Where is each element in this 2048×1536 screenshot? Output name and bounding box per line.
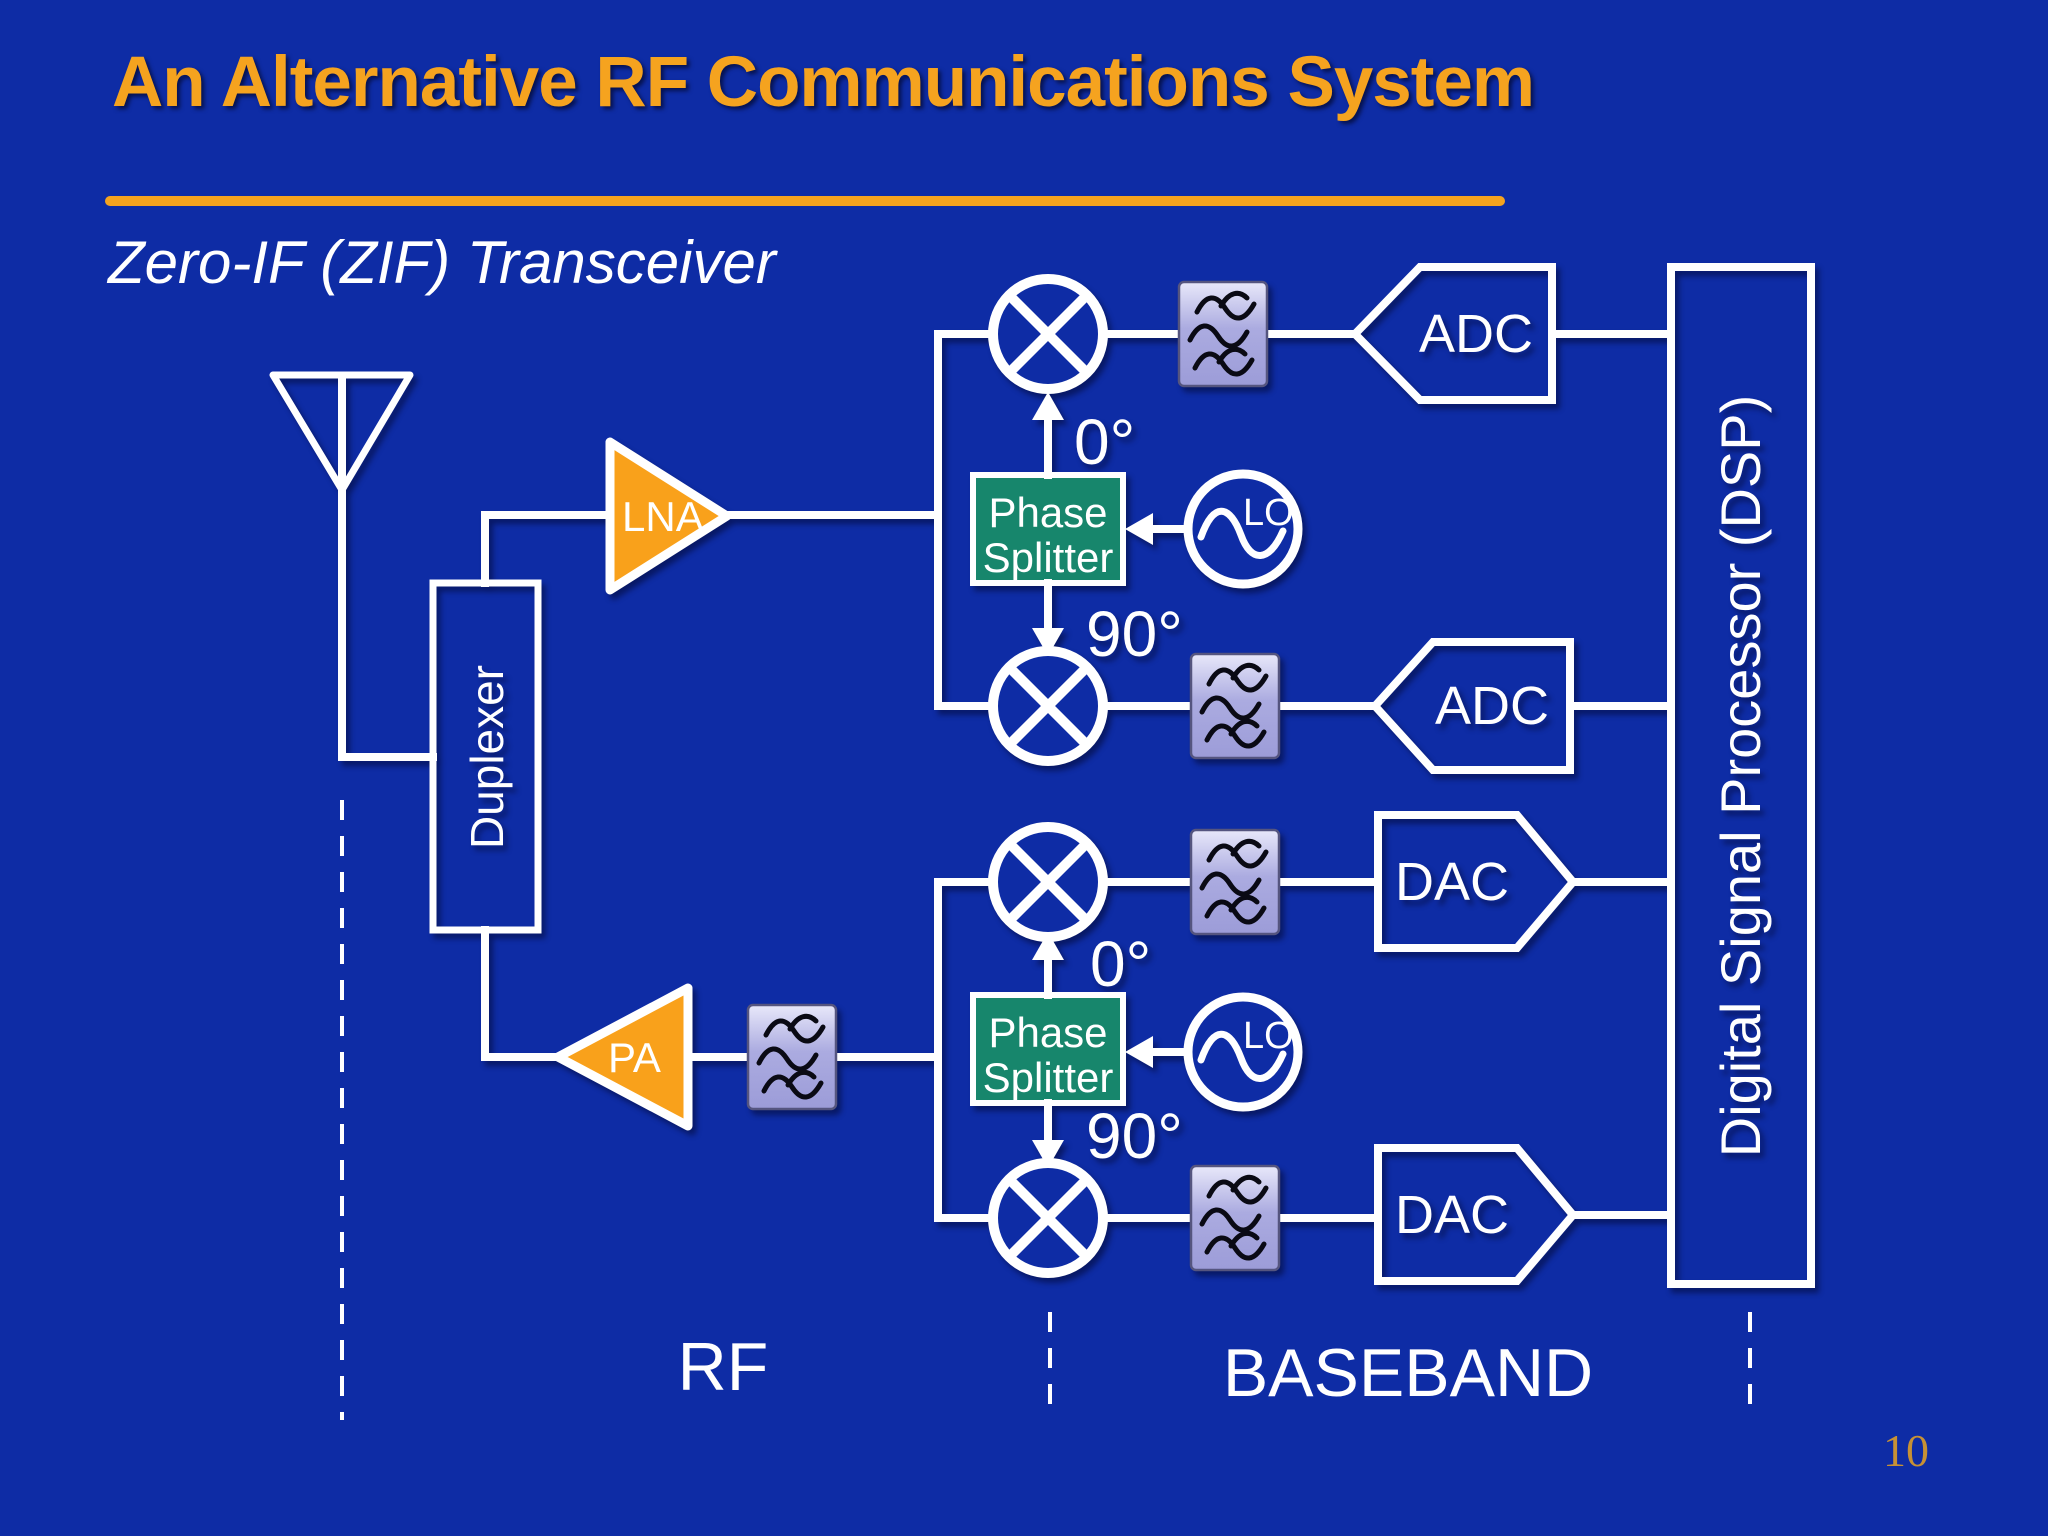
page-number: 10 xyxy=(1883,1425,1929,1476)
mixer-rx-i-icon xyxy=(993,279,1103,389)
arrow-tx-0deg-head xyxy=(1032,932,1064,960)
arrow-rx-0deg-head xyxy=(1032,392,1064,420)
pa-label: PA xyxy=(608,1034,661,1081)
antenna-icon xyxy=(269,371,414,494)
adc-i-label: ADC xyxy=(1419,304,1533,364)
phase-splitter-rx-label-1: Phase xyxy=(988,489,1107,536)
phase-splitter-tx-label-2: Splitter xyxy=(983,1054,1114,1101)
arrows-tx xyxy=(1032,932,1187,1168)
phase-splitter-rx: Phase Splitter xyxy=(970,472,1126,586)
lna-label: LNA xyxy=(622,493,704,540)
phase-splitter-tx: Phase Splitter xyxy=(970,992,1126,1106)
lo-tx-label: LO xyxy=(1243,1015,1294,1057)
label-baseband: BASEBAND xyxy=(1223,1335,1593,1411)
duplexer-block: Duplexer xyxy=(429,579,542,934)
dac-i-block: DAC xyxy=(1374,811,1579,952)
mixer-tx-q-icon xyxy=(993,1163,1103,1273)
label-rx-90deg: 90° xyxy=(1086,598,1183,670)
pa-amplifier: PA xyxy=(553,983,693,1131)
phase-splitter-tx-label-1: Phase xyxy=(988,1009,1107,1056)
dsp-label: Digital Signal Processor (DSP) xyxy=(1709,395,1772,1157)
arrow-rx-90deg-head xyxy=(1032,628,1064,656)
label-rx-0deg: 0° xyxy=(1074,406,1135,478)
filter-pa-icon xyxy=(748,1005,836,1109)
arrows-rx xyxy=(1032,392,1192,656)
phase-splitter-rx-label-2: Splitter xyxy=(983,534,1114,581)
lo-rx-label: LO xyxy=(1243,492,1294,534)
label-tx-90deg: 90° xyxy=(1086,1100,1183,1172)
label-rf: RF xyxy=(678,1329,769,1405)
filter-rx-q-icon xyxy=(1191,654,1279,758)
adc-q-label: ADC xyxy=(1435,676,1549,736)
duplexer-label: Duplexer xyxy=(461,665,513,849)
arrow-tx-90deg-head xyxy=(1032,1140,1064,1168)
mixer-tx-i-icon xyxy=(993,827,1103,937)
label-tx-0deg: 0° xyxy=(1090,928,1151,1000)
arrow-tx-lo-head xyxy=(1125,1036,1153,1068)
wire-duplexer-lna xyxy=(481,511,610,587)
lo-tx: LO xyxy=(1188,997,1298,1107)
filter-rx-i-icon xyxy=(1179,282,1267,386)
lo-rx: LO xyxy=(1188,474,1298,584)
filter-tx-i-icon xyxy=(1191,830,1279,934)
wire-antenna-duplexer xyxy=(338,374,437,761)
zone-separators xyxy=(340,800,1752,1420)
dac-q-label: DAC xyxy=(1395,1185,1509,1245)
dac-q-block: DAC xyxy=(1374,1144,1579,1285)
subtitle: Zero-IF (ZIF) Transceiver xyxy=(106,229,778,296)
dac-i-label: DAC xyxy=(1395,852,1509,912)
adc-i-block: ADC xyxy=(1349,263,1556,404)
page-title: An Alternative RF Communications System xyxy=(112,43,1534,122)
arrow-rx-lo-head xyxy=(1125,513,1153,545)
lna-amplifier: LNA xyxy=(605,437,732,595)
filter-tx-q-icon xyxy=(1191,1166,1279,1270)
adc-q-block: ADC xyxy=(1369,638,1574,774)
wire-pa-duplexer xyxy=(481,926,562,1061)
title-divider xyxy=(105,196,1505,206)
dsp-block: Digital Signal Processor (DSP) xyxy=(1667,263,1815,1288)
transceiver-diagram: Duplexer LNA PA Phase Splitter xyxy=(269,263,1815,1288)
